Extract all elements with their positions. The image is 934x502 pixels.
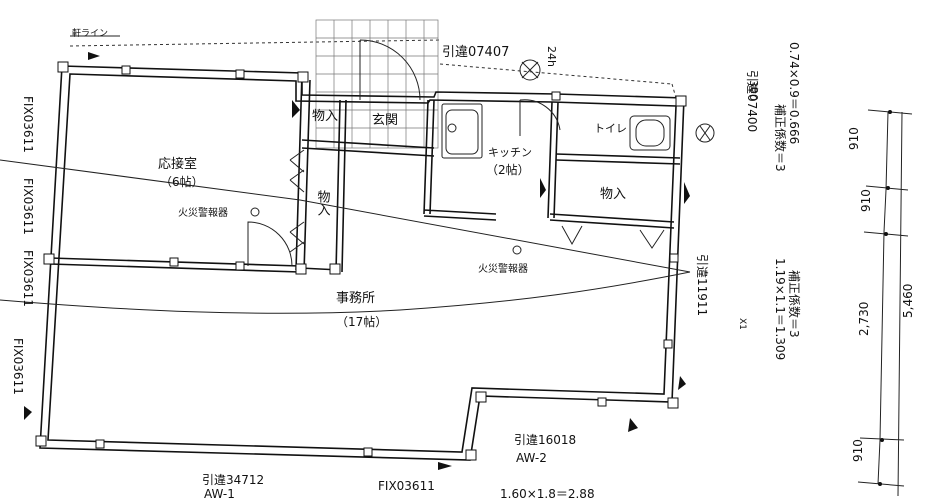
dimension-label: 910 [847, 127, 861, 150]
calc-formula-1: 0.74×0.9＝0.666 [787, 42, 801, 144]
window-code-top: 引違07407 [442, 45, 509, 60]
fire-alarm-label: 火災警報器 [178, 206, 228, 219]
window-extra-top: 24h [545, 46, 558, 67]
room-kitchen-name: キッチン [488, 146, 532, 159]
room-reception-size: （6帖） [160, 174, 204, 189]
window-type-bottom-left: AW-1 [204, 487, 235, 498]
calc-formula-2: 1.19×1.1＝1.309 [773, 258, 787, 360]
room-office-size: （17帖） [336, 314, 387, 329]
dimension-label: 5,460 [901, 284, 915, 318]
window-code-left-4: FIX03611 [11, 338, 25, 395]
window-code-right-top: 引違07400 [745, 70, 759, 132]
window-code-bottom-left: 引違34712 [202, 473, 264, 487]
room-storage-mid: 物入 [315, 190, 331, 216]
fixtures-drawn [441, 103, 671, 159]
room-office-name: 事務所 [336, 291, 375, 306]
entrance-tile-grid [315, 19, 439, 149]
window-code-bottom-mid: FIX03611 [378, 479, 435, 493]
fire-alarm-icon [512, 245, 522, 255]
dimension-label: 910 [851, 439, 865, 462]
window-code-left-1: FIX03611 [21, 96, 35, 153]
room-toilet: トイレ [594, 122, 627, 135]
calc-coef-1: 補正係数＝3 [773, 104, 788, 172]
window-code-left-3: FIX03611 [21, 250, 35, 307]
window-extra-right-mid: X1 [737, 318, 747, 330]
calc-formula-3: 1.60×1.8＝2.88 [500, 487, 595, 498]
eave-line-label: 軒ライン [72, 28, 108, 39]
window-code-left-2: FIX03611 [21, 178, 35, 235]
room-kitchen-size: （2帖） [486, 162, 530, 177]
window-code-right-mid: 引違11911 [695, 254, 709, 316]
eave-line: 軒ライン [69, 28, 679, 106]
fan-icon [519, 59, 541, 81]
wall-markers [24, 52, 690, 470]
fan-icon [695, 123, 715, 143]
exterior-walls [39, 65, 685, 461]
door-swings [247, 39, 665, 267]
dimension-label: 910 [859, 189, 873, 212]
window-code-bottom-right: 引違16018 [514, 433, 576, 447]
dimension-label: 2,730 [857, 302, 871, 336]
wall-posts [35, 61, 687, 461]
room-entrance: 玄関 [372, 113, 398, 128]
calc-coef-2: 補正係数＝3 [787, 270, 802, 338]
room-storage-right: 物入 [600, 187, 626, 202]
window-extra-right-top: 300 [747, 80, 760, 101]
room-reception-name: 応接室 [158, 156, 197, 172]
room-storage-top: 物入 [312, 109, 338, 124]
zone-boundary-line [0, 159, 691, 314]
window-type-bottom-right: AW-2 [516, 451, 547, 465]
dimension-lines [857, 109, 913, 497]
fire-alarm-icon [250, 207, 260, 217]
fire-alarm-label: 火災警報器 [478, 262, 528, 275]
